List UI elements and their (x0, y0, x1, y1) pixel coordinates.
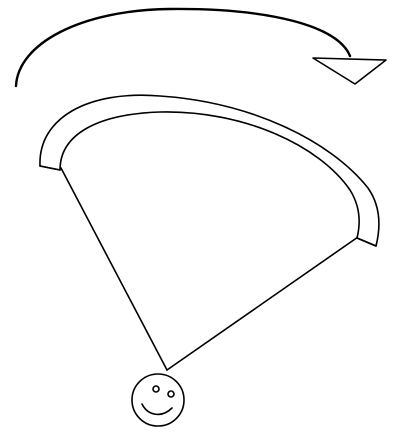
viewer-smiley (132, 374, 184, 426)
rotation-arrow (16, 9, 386, 86)
rotation-arrow-shaft (16, 9, 350, 86)
view-cone (61, 168, 358, 370)
view-cone-left-line (61, 168, 167, 370)
view-cone-right-line (167, 237, 358, 370)
smiley-head (132, 374, 184, 426)
rotation-arrowhead (313, 58, 386, 84)
